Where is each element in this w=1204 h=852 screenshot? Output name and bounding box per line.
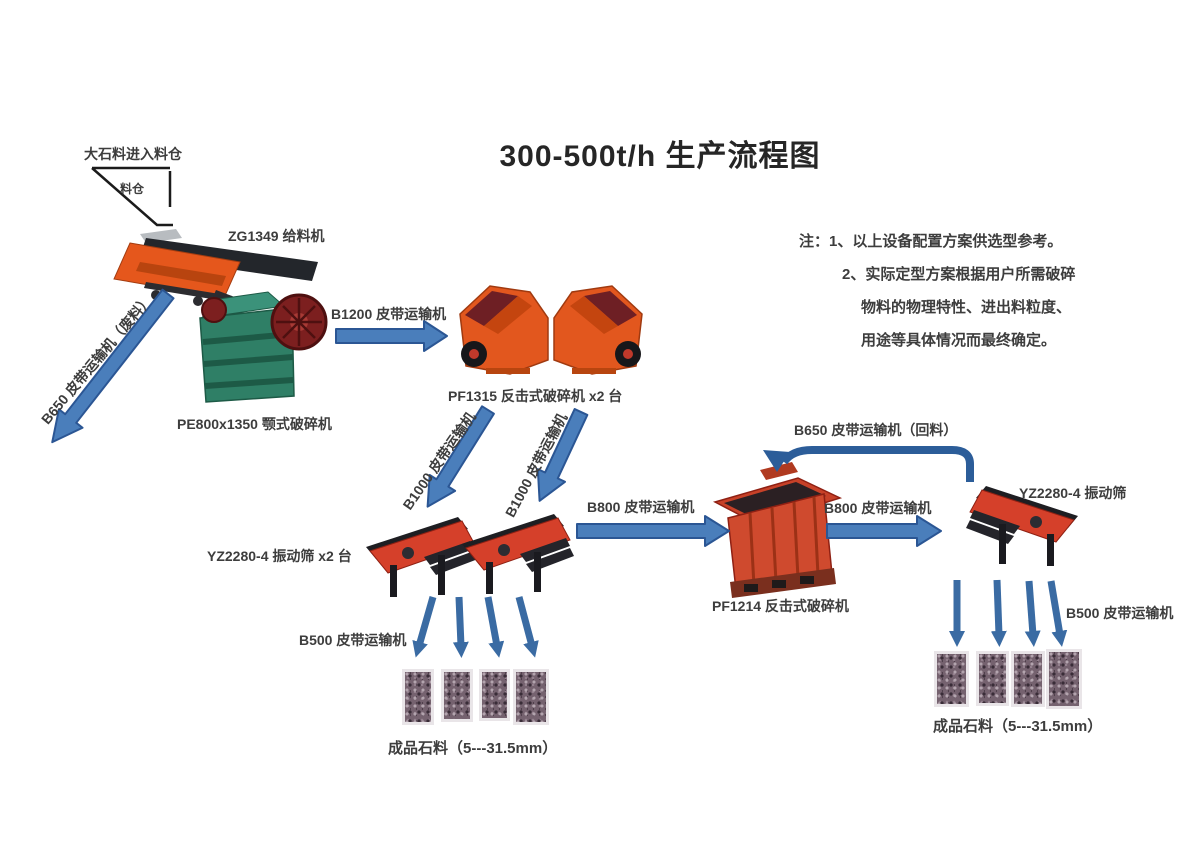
b650-return-arrow	[763, 446, 974, 482]
b650-return-label: B650 皮带运输机（回料）	[794, 422, 958, 438]
jaw-crusher-image	[199, 291, 328, 403]
feeder-label: ZG1349 给料机	[228, 228, 325, 244]
b1200-arrow	[335, 320, 448, 352]
b800-feed-arrow	[576, 515, 730, 547]
screen-right-label: YZ2280-4 振动筛	[1019, 485, 1127, 501]
b800-transfer-arrow	[826, 515, 942, 547]
b800-transfer-label: B800 皮带运输机	[824, 500, 932, 516]
b800-feed-label: B800 皮带运输机	[587, 499, 695, 515]
product-pile	[976, 651, 1009, 706]
impact-crusher-primary-image	[459, 285, 643, 375]
feeder-image	[113, 229, 318, 318]
product-pile	[934, 651, 969, 707]
page-title: 300-500t/h 生产流程图	[499, 140, 821, 173]
product-pile	[513, 669, 549, 725]
b1200-label: B1200 皮带运输机	[331, 306, 447, 322]
note-line: 物料的物理特性、进出料粒度、	[861, 299, 1072, 316]
screens-left-label: YZ2280-4 振动筛 x2 台	[207, 548, 352, 564]
b500-arrows-right	[949, 579, 1068, 647]
jaw-crusher-label: PE800x1350 颚式破碎机	[177, 416, 332, 432]
b1000-arrow-right	[536, 408, 589, 502]
notes-block: 注：1、以上设备配置方案供选型参考。 2、实际定型方案根据用户所需破碎 物料的物…	[799, 225, 1075, 357]
product-caption-right: 成品石料（5---31.5mm）	[933, 718, 1103, 735]
b500-label-left: B500 皮带运输机	[299, 632, 407, 648]
impact-crusher-primary-label: PF1315 反击式破碎机 x2 台	[448, 388, 623, 404]
b650-waste-arrow	[51, 288, 175, 444]
b500-label-right: B500 皮带运输机	[1066, 605, 1174, 621]
hopper-funnel-shape	[91, 166, 173, 227]
product-pile	[479, 669, 510, 721]
note-line: 注：1、以上设备配置方案供选型参考。	[799, 233, 1063, 250]
impact-crusher-secondary-label: PF1214 反击式破碎机	[712, 598, 849, 614]
product-caption-left: 成品石料（5---31.5mm）	[388, 740, 558, 757]
note-line: 2、实际定型方案根据用户所需破碎	[842, 266, 1076, 283]
product-pile	[402, 669, 434, 725]
b500-arrows-left	[412, 596, 539, 658]
product-pile	[1011, 651, 1045, 707]
b1000-arrow-left	[426, 405, 495, 508]
hopper-inlet-label: 大石料进入料仓	[84, 146, 182, 162]
note-line: 用途等具体情况而最终确定。	[861, 332, 1057, 349]
hopper-name-label: 料仓	[120, 182, 145, 196]
product-pile	[441, 669, 473, 722]
impact-crusher-secondary-image	[712, 462, 843, 598]
screens-left-image	[365, 513, 575, 598]
product-pile	[1046, 649, 1082, 709]
